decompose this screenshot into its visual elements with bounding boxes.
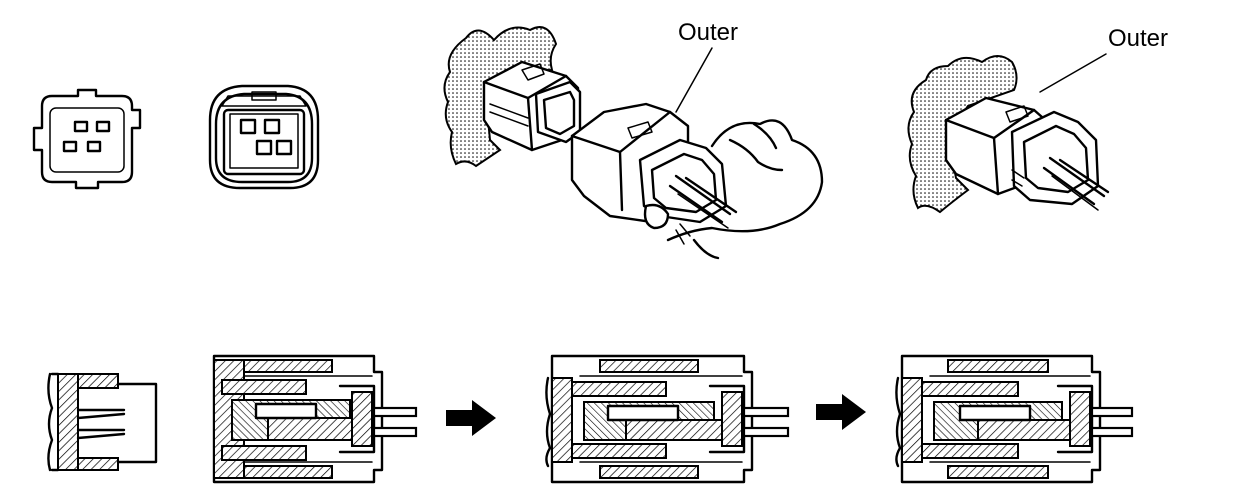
leader-line-outer-right — [1039, 53, 1107, 93]
leader-line-outer-left — [675, 47, 713, 113]
plug-cross-section-1 — [212, 354, 418, 484]
arrow-right-icon — [816, 394, 866, 430]
plug-in-hand — [570, 102, 824, 260]
arrow-right-icon — [446, 400, 496, 436]
label-outer-right: Outer — [1108, 25, 1168, 52]
female-connector-front-view — [208, 84, 320, 190]
panel-mounted-socket — [443, 26, 582, 168]
socket-cross-section — [47, 372, 158, 474]
label-outer-left: Outer — [678, 19, 738, 46]
male-connector-front-view — [32, 88, 142, 190]
plug-cross-section-2 — [545, 354, 790, 484]
assembled-connector — [907, 55, 1110, 214]
plug-cross-section-3 — [895, 354, 1134, 484]
